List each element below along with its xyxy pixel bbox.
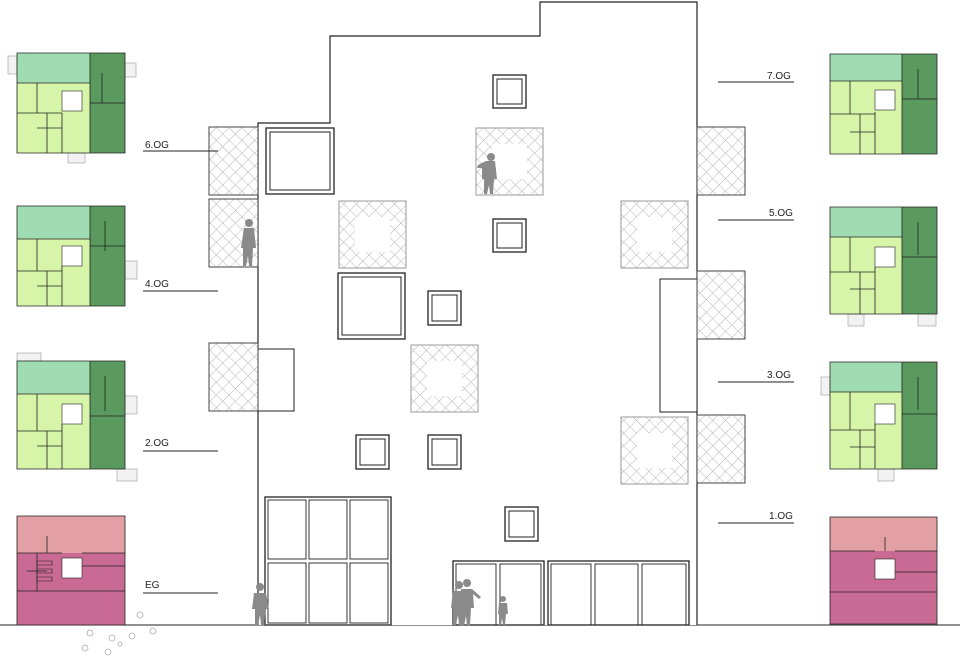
window [427, 434, 462, 470]
floor-plan-icon [829, 516, 938, 625]
floor-plan-icon [7, 52, 137, 164]
floor-labels: 6.OG 4.OG 2.OG EG 7.OG 5.OG 3.OG 1.OG [143, 71, 794, 594]
floor-label-text: 5.OG [769, 208, 793, 219]
floor-plan-icon [829, 206, 938, 327]
side-panel [257, 348, 295, 412]
person-silhouette-icon [459, 579, 481, 626]
lattice-frame [410, 344, 479, 413]
window [492, 74, 527, 109]
floor-plan-icon [820, 361, 938, 482]
window [492, 218, 527, 253]
window [504, 506, 539, 542]
floor-plan-icon [16, 352, 138, 482]
floor-label-7og: 7.OG [718, 71, 794, 83]
balcony-lattice [696, 270, 746, 340]
window [337, 272, 406, 340]
balcony-lattice [208, 342, 259, 412]
tree-icon [81, 611, 157, 656]
person-silhouette-icon [252, 583, 269, 625]
window [427, 290, 462, 326]
balcony-lattice [696, 126, 746, 196]
floor-label-text: EG [145, 580, 160, 591]
person-silhouette-icon [498, 596, 508, 625]
floor-label-2og: 2.OG [143, 438, 218, 452]
floor-plan-icon [829, 53, 938, 155]
balcony-lattice [696, 414, 746, 484]
floor-label-6og: 6.OG [143, 140, 218, 152]
balcony-lattice [208, 126, 259, 196]
side-panel [659, 278, 698, 413]
floor-label-eg: EG [143, 580, 218, 594]
floor-plan-icon [16, 205, 138, 307]
floor-label-3og: 3.OG [718, 370, 794, 383]
window [355, 434, 390, 470]
floor-label-text: 7.OG [767, 71, 791, 82]
floor-label-text: 4.OG [145, 279, 169, 290]
balconies [208, 126, 746, 484]
floor-label-4og: 4.OG [143, 279, 218, 292]
floor-label-text: 6.OG [145, 140, 169, 151]
windows [265, 74, 539, 542]
floor-label-text: 2.OG [145, 438, 169, 449]
floor-plan-icon [16, 515, 126, 626]
floor-label-text: 3.OG [767, 370, 791, 381]
lattice-frame [620, 200, 689, 269]
window [265, 127, 335, 195]
lattice-frame [338, 200, 407, 269]
floor-label-1og: 1.OG [718, 511, 794, 524]
person-silhouette-icon [477, 153, 497, 194]
floor-label-text: 1.OG [769, 511, 793, 522]
lattice-frame [620, 416, 689, 485]
storefront-left [264, 496, 392, 626]
storefront-right [452, 560, 690, 626]
floor-label-5og: 5.OG [718, 208, 794, 221]
person-silhouette-icon [241, 219, 256, 266]
